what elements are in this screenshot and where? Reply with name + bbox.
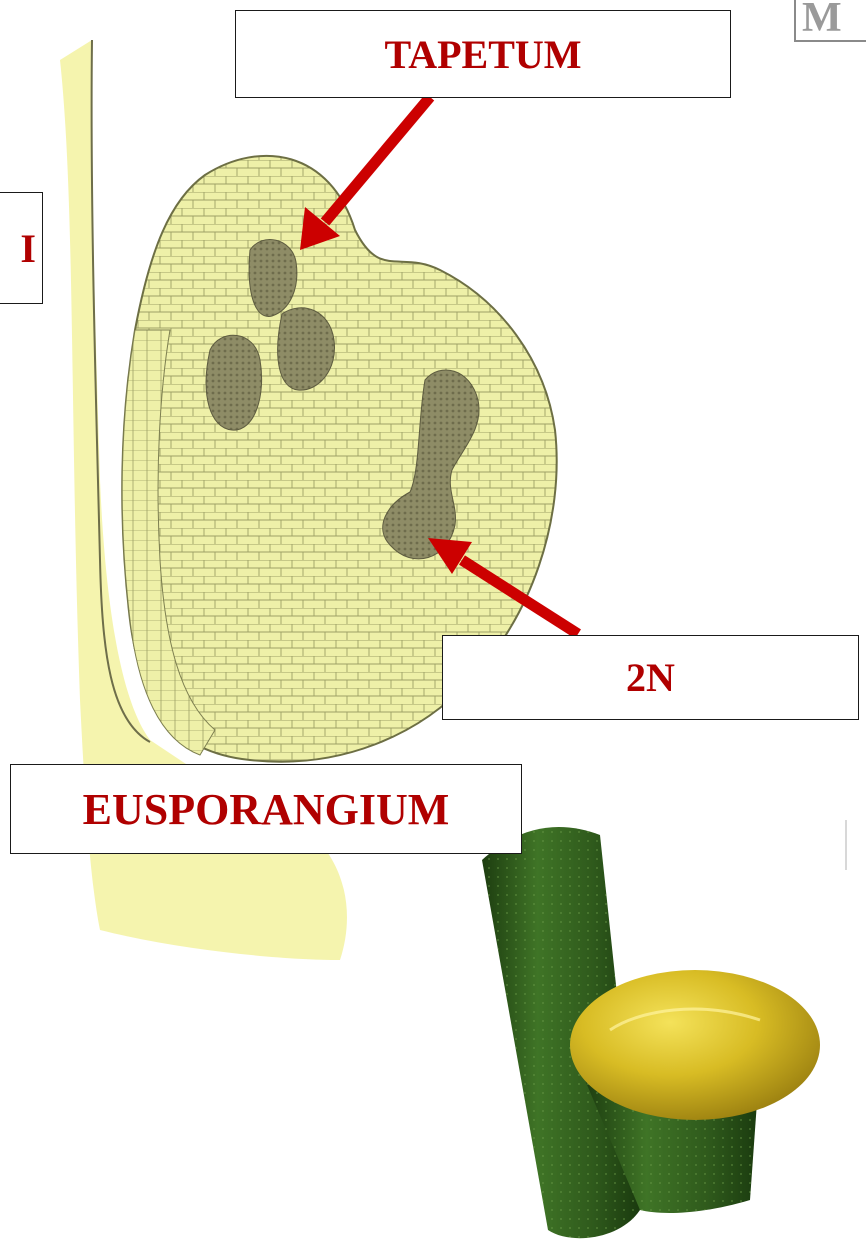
- label-corner-partial-text: M: [802, 0, 842, 42]
- label-corner-partial: M: [794, 0, 866, 42]
- label-left-partial: I: [0, 192, 43, 304]
- label-tapetum: TAPETUM: [235, 10, 731, 98]
- label-2n-text: 2N: [626, 654, 675, 701]
- label-left-partial-text: I: [20, 225, 36, 272]
- label-eusporangium-text: EUSPORANGIUM: [83, 784, 450, 835]
- label-eusporangium: EUSPORANGIUM: [10, 764, 522, 854]
- yellow-sporangium-photo: [570, 970, 820, 1120]
- label-2n: 2N: [442, 635, 859, 720]
- label-tapetum-text: TAPETUM: [384, 31, 581, 78]
- sporogenous-mass-3: [206, 335, 262, 430]
